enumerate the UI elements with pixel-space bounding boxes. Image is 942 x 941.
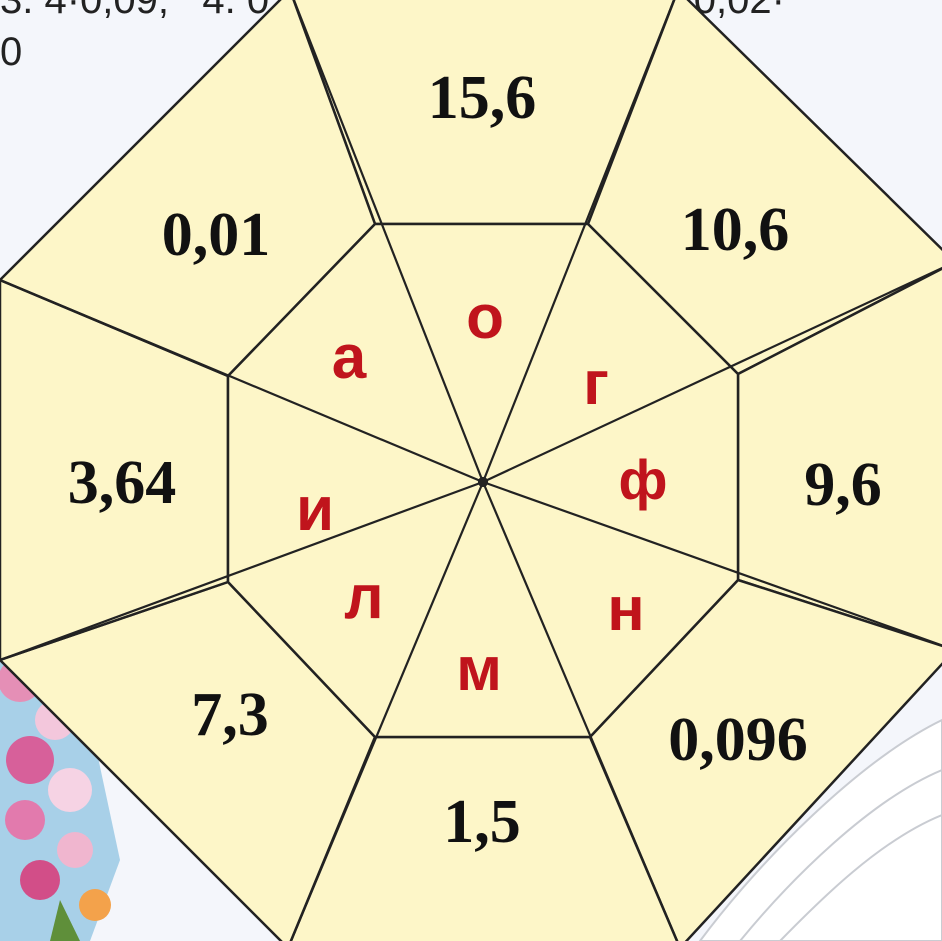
letter-bottom-left: л <box>344 563 383 632</box>
number-right: 9,6 <box>804 451 882 519</box>
number-bottom-left: 7,3 <box>191 681 269 749</box>
letter-left: и <box>296 475 334 544</box>
letter-right-upper: г <box>583 349 609 418</box>
number-top-right: 10,6 <box>681 196 790 264</box>
number-top: 15,6 <box>428 64 537 132</box>
letter-top: о <box>466 283 504 352</box>
letter-top-left: а <box>332 323 367 392</box>
number-bottom-right: 0,096 <box>668 706 808 774</box>
center-point <box>479 478 487 486</box>
letter-bottom-right: н <box>607 575 644 644</box>
letter-right-lower: ф <box>619 448 668 511</box>
letter-bottom: м <box>456 635 502 704</box>
number-bottom: 1,5 <box>443 788 521 856</box>
number-left: 3,64 <box>68 449 177 517</box>
number-top-left: 0,01 <box>162 201 271 269</box>
